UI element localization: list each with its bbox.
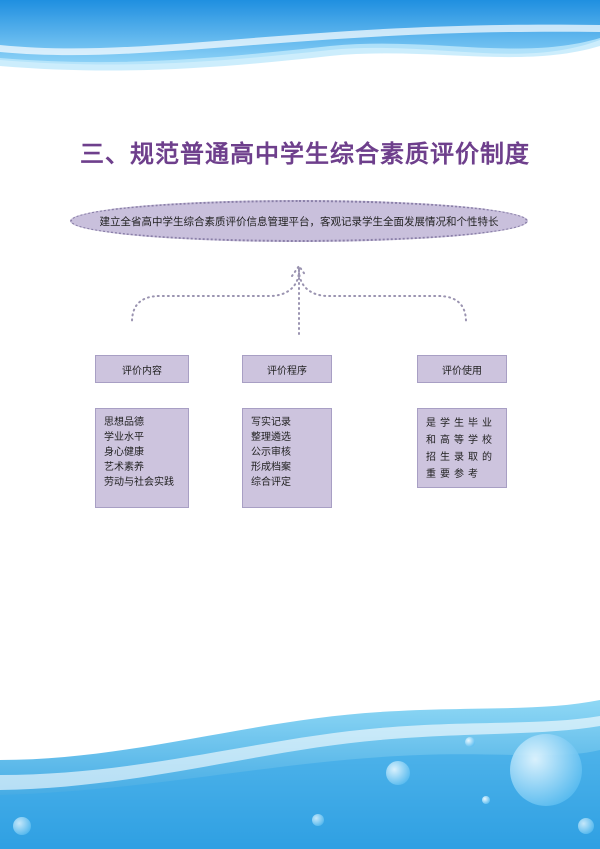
bubble xyxy=(312,814,324,826)
list-item: 身心健康 xyxy=(104,447,144,458)
bubble xyxy=(13,817,31,835)
evaluation-procedure-heading: 评价程序 xyxy=(242,355,332,383)
top-wave-highlight xyxy=(0,38,600,71)
list-item: 形成档案 xyxy=(251,462,291,473)
list-item: 思想品德 xyxy=(104,417,144,428)
page-title: 三、规范普通高中学生综合素质评价制度 xyxy=(80,139,530,168)
list-item: 学业水平 xyxy=(104,432,144,443)
evaluation-content-list: 思想品德 学业水平 身心健康 艺术素养 劳动与社会实践 xyxy=(95,408,189,508)
bubble xyxy=(465,737,475,747)
evaluation-usage-text: 是学生毕业和高等学校招生录取的重要参考 xyxy=(417,408,507,488)
connector-arrowheads xyxy=(291,264,307,277)
list-item: 公示审核 xyxy=(251,447,291,458)
platform-ellipse: 建立全省高中学生综合素质评价信息管理平台，客观记录学生全面发展情况和个性特长 xyxy=(70,200,528,242)
bottom-wave-light xyxy=(0,750,600,849)
evaluation-procedure-list: 写实记录 整理遴选 公示审核 形成档案 综合评定 xyxy=(242,408,332,508)
list-item: 写实记录 xyxy=(251,417,291,428)
list-item: 整理遴选 xyxy=(251,432,291,443)
list-item: 艺术素养 xyxy=(104,462,144,473)
list-item: 劳动与社会实践 xyxy=(104,477,174,488)
connector-lines xyxy=(131,267,467,335)
evaluation-content-heading: 评价内容 xyxy=(95,355,189,383)
top-wave-white xyxy=(0,24,600,56)
list-item: 综合评定 xyxy=(251,477,291,488)
bubble xyxy=(510,734,582,806)
bottom-wave-stripe xyxy=(0,716,600,790)
bubble xyxy=(482,796,490,804)
bubble xyxy=(386,761,410,785)
evaluation-usage-heading: 评价使用 xyxy=(417,355,507,383)
platform-text: 建立全省高中学生综合素质评价信息管理平台，客观记录学生全面发展情况和个性特长 xyxy=(99,215,499,228)
bubble xyxy=(578,818,594,834)
